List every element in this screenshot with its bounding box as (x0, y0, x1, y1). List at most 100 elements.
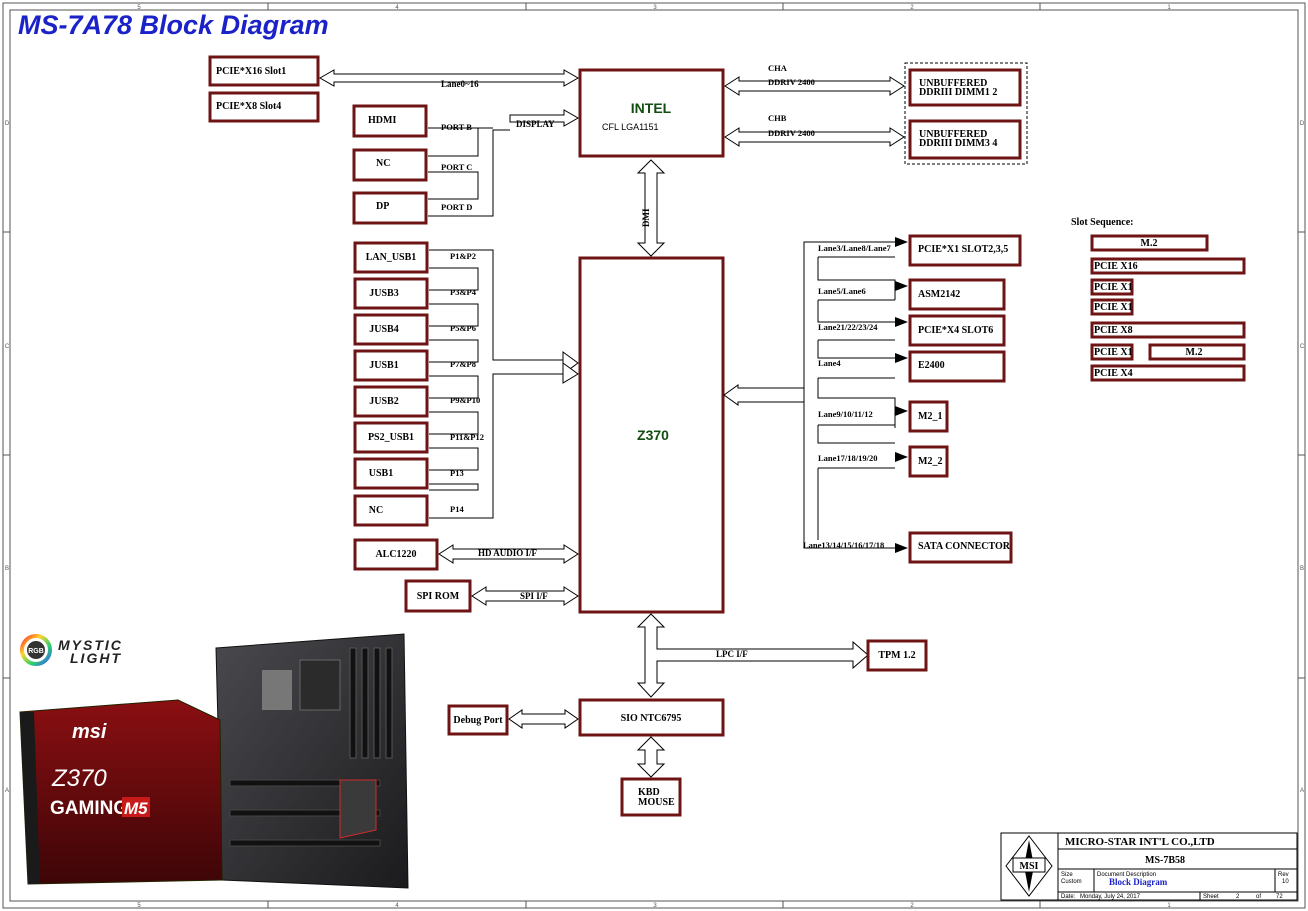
slot-seq-5-label: PCIE X8 (1094, 325, 1133, 336)
lpc-label: LPC I/F (716, 649, 748, 659)
tb-of-label: of (1256, 894, 1261, 900)
dimm-a-line1: UNBUFFERED (919, 78, 987, 89)
right-block-7: SATA CONNECTOR (908, 531, 1013, 564)
ruler-col-2-bottom: 2 (910, 903, 914, 909)
chb-label: CHB (768, 113, 787, 123)
sio-block: SIO NTC6795 (578, 698, 725, 737)
dp-block: DP (352, 191, 428, 225)
ruler-col-3-bottom: 3 (653, 903, 657, 909)
lane0-16-label: Lane0~16 (441, 79, 479, 89)
lpc-link: LPC I/F (636, 613, 869, 698)
hdmi-block: HDMI (352, 104, 428, 138)
light-text: LIGHT (70, 650, 122, 666)
usb-block-4: JUSB1 (353, 349, 429, 382)
ruler-row-c: C (5, 344, 10, 350)
slot-seq-7-label: M.2 (1186, 347, 1203, 358)
slot-seq-4-label: PCIE X1 (1094, 302, 1133, 313)
lane-label-1: Lane3/Lane8/Lane7 (818, 243, 891, 253)
right-block-5: M2_1 (908, 400, 949, 433)
right-block-5-label: M2_1 (918, 411, 942, 422)
hd-audio-link (438, 544, 579, 564)
hd-audio-label: HD AUDIO I/F (478, 548, 538, 558)
ddr-a-label: DDRIV 2400 (768, 77, 815, 87)
ruler-row-a-right: A (1300, 788, 1304, 794)
slot-seq-5: PCIE X8 (1090, 321, 1246, 339)
company-logo-text: MSI (1020, 861, 1039, 872)
port-c-label: PORT C (441, 162, 472, 172)
ruler-labels: 5 4 3 2 1 5 4 3 2 1 D C B A D C B A (5, 5, 1305, 909)
cpu-block: INTEL CFL LGA1151 (578, 68, 725, 158)
right-block-2: ASM2142 (908, 278, 1006, 311)
slot-seq-2: PCIE X16 (1090, 257, 1246, 275)
slot-seq-8-label: PCIE X4 (1094, 368, 1133, 379)
usb-port-3: P5&P6 (450, 323, 476, 333)
slot-seq-2-label: PCIE X16 (1094, 261, 1138, 272)
hdmi-label: HDMI (368, 115, 396, 126)
dimm-group-outline (904, 62, 1028, 165)
mystic-light-logo: RGB MYSTIC LIGHT (20, 634, 123, 666)
right-block-2-label: ASM2142 (918, 289, 960, 300)
usb-block-8: NC (353, 494, 429, 527)
slot-seq-4: PCIE X1 (1090, 298, 1134, 316)
ruler-row-a: A (5, 788, 9, 794)
ruler-row-c-right: C (1300, 344, 1305, 350)
dimm-a-block: UNBUFFERED DDRIII DIMM1 2 (908, 68, 1022, 107)
lane-label-2: Lane5/Lane6 (818, 286, 866, 296)
right-block-1: PCIE*X1 SLOT2,3,5 (908, 234, 1022, 267)
dimm-b-line1: UNBUFFERED (919, 129, 987, 140)
usb-port-2: P3&P4 (450, 287, 477, 297)
slot-sequence-title: Slot Sequence: (1071, 217, 1134, 228)
tb-doc-value: Block Diagram (1109, 877, 1168, 887)
usb-block-1: LAN_USB1 (353, 241, 429, 274)
usb-block-3: JUSB4 (353, 313, 429, 346)
spi-rom-label: SPI ROM (417, 591, 460, 602)
usb-port-5: P9&P10 (450, 395, 480, 405)
lane-label-5: Lane9/10/11/12 (818, 409, 873, 419)
box-model: Z370 (51, 765, 107, 792)
usb-block-7-label: USB1 (369, 468, 393, 479)
lane-label-6: Lane17/18/19/20 (818, 453, 878, 463)
slot-seq-6-label: PCIE X1 (1094, 347, 1133, 358)
usb-block-6-label: PS2_USB1 (368, 432, 414, 443)
company-name: MICRO-STAR INT'L CO.,LTD (1065, 836, 1215, 848)
ruler-row-b: B (5, 566, 9, 572)
right-block-3: PCIE*X4 SLOT6 (908, 314, 1006, 347)
rgb-text: RGB (28, 648, 44, 655)
tb-of-value: 72 (1276, 894, 1283, 900)
debug-link (508, 709, 579, 729)
nc-display-block: NC (352, 148, 428, 182)
pch-block: Z370 (578, 256, 725, 614)
slot-seq-8: PCIE X4 (1090, 364, 1246, 382)
spi-rom-block: SPI ROM (404, 579, 472, 613)
box-brand: msi (72, 721, 107, 743)
product-photo: msi Z370 GAMING M5 (19, 633, 409, 889)
slot-seq-3: PCIE X1 (1090, 278, 1134, 296)
dmi-label: DMI (641, 208, 651, 227)
usb-port-4: P7&P8 (450, 359, 476, 369)
slot-seq-1: M.2 (1090, 234, 1209, 252)
cpu-socket: CFL LGA1151 (602, 122, 659, 132)
usb-block-4-label: JUSB1 (369, 360, 398, 371)
usb-port-7: P13 (450, 468, 464, 478)
pch-right-wires (723, 237, 908, 553)
mystic-text: MYSTIC (58, 637, 123, 653)
usb-block-3-label: JUSB4 (369, 324, 398, 335)
rgb-ring-icon (20, 634, 52, 666)
usb-block-2: JUSB3 (353, 277, 429, 310)
kbd-link (636, 736, 666, 778)
usb-block-8-label: NC (369, 505, 383, 516)
debug-port-label: Debug Port (453, 715, 503, 726)
box-m5: M5 (124, 799, 148, 818)
tb-size-label: Size (1061, 872, 1073, 878)
right-block-4: E2400 (908, 350, 1006, 383)
tb-sheet-value: 2 (1236, 894, 1240, 900)
dimm-b-block: UNBUFFERED DDRIII DIMM3 4 (908, 119, 1022, 160)
tb-sheet-label: Sheet (1203, 894, 1219, 900)
right-block-6-label: M2_2 (918, 456, 942, 467)
ruler-row-b-right: B (1300, 566, 1304, 572)
ruler-col-1: 1 (1167, 5, 1171, 11)
product-box-image (19, 699, 223, 885)
kbd-mouse-block: KBD MOUSE (620, 777, 682, 817)
ruler-col-1-bottom: 1 (1167, 903, 1171, 909)
